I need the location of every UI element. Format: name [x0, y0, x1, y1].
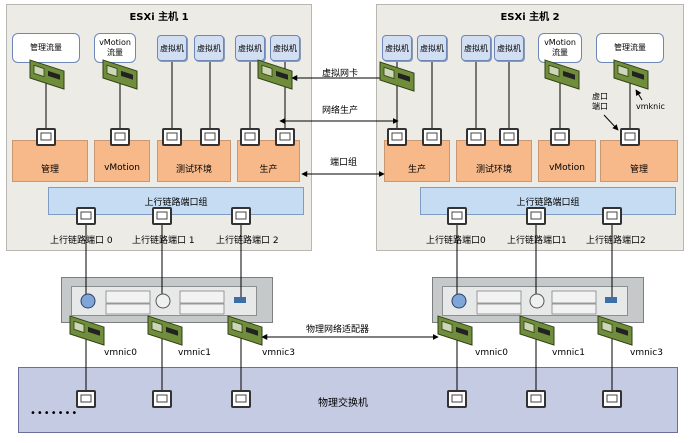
port-group-label: 端口组	[330, 158, 358, 168]
uplink-port-2: 上行链路端口2	[586, 236, 646, 246]
portgroup-test: 测试环境	[157, 140, 231, 182]
vm-vmotion-traffic-label: vMotion 流量	[99, 38, 131, 57]
vmnic1-label: vmnic1	[178, 348, 211, 358]
vmnic3-label: vmnic3	[630, 348, 663, 358]
uplink-portgroup: 上行链路端口组	[420, 187, 676, 215]
physical-adapter-label: 物理网络适配器	[306, 325, 370, 335]
portgroup-production: 生产	[237, 140, 300, 182]
uplink-port-1: 上行链路端口 1	[132, 236, 195, 246]
vm-vmotion-traffic: vMotion 流量	[538, 33, 582, 63]
physical-switch-label: 物理交换机	[318, 398, 368, 409]
vmnic0-label: vmnic0	[475, 348, 508, 358]
vm-vmotion-traffic: vMotion 流量	[94, 33, 136, 63]
switch-dots: •••••••	[30, 408, 79, 419]
uplink-port-0: 上行链路端口0	[426, 236, 486, 246]
server-1-panel	[71, 286, 257, 316]
portgroup-vmotion: vMotion	[538, 140, 596, 182]
vm-vmotion-traffic-label: vMotion 流量	[544, 38, 576, 57]
vm-virtual-machine: 虚拟机	[194, 35, 224, 61]
uplink-port-1: 上行链路端口1	[507, 236, 567, 246]
virtual-nic-label: 虚拟网卡	[322, 69, 359, 79]
vmnic1-label: vmnic1	[552, 348, 585, 358]
portgroup-test: 测试环境	[456, 140, 532, 182]
vmnic0-label: vmnic0	[104, 348, 137, 358]
vm-virtual-machine: 虚拟机	[417, 35, 447, 61]
host-2-title: ESXi 主机 2	[500, 12, 560, 23]
uplink-port-0: 上行链路端口 0	[50, 236, 113, 246]
physical-switch	[18, 367, 678, 433]
portgroup-management: 管理	[12, 140, 88, 182]
vmknic-callout: vmknic	[636, 102, 665, 111]
network-production-label: 网络生产	[322, 106, 359, 116]
uplink-portgroup: 上行链路端口组	[48, 187, 304, 215]
vm-virtual-machine: 虚拟机	[382, 35, 412, 61]
vm-mgmt-traffic: 管理流量	[12, 33, 80, 63]
portgroup-production: 生产	[384, 140, 450, 182]
portgroup-vmotion: vMotion	[94, 140, 150, 182]
portgroup-management: 管理	[600, 140, 678, 182]
vm-virtual-machine: 虚拟机	[270, 35, 300, 61]
host-1-title: ESXi 主机 1	[129, 12, 189, 23]
uplink-port-2: 上行链路端口 2	[216, 236, 279, 246]
vm-mgmt-traffic: 管理流量	[596, 33, 664, 63]
vm-virtual-machine: 虚拟机	[157, 35, 187, 61]
vm-virtual-machine: 虚拟机	[235, 35, 265, 61]
vmnic3-label: vmnic3	[262, 348, 295, 358]
vm-virtual-machine: 虚拟机	[494, 35, 524, 61]
virtual-port-callout: 虚口 端口	[592, 92, 608, 111]
server-2-panel	[442, 286, 628, 316]
vm-virtual-machine: 虚拟机	[461, 35, 491, 61]
